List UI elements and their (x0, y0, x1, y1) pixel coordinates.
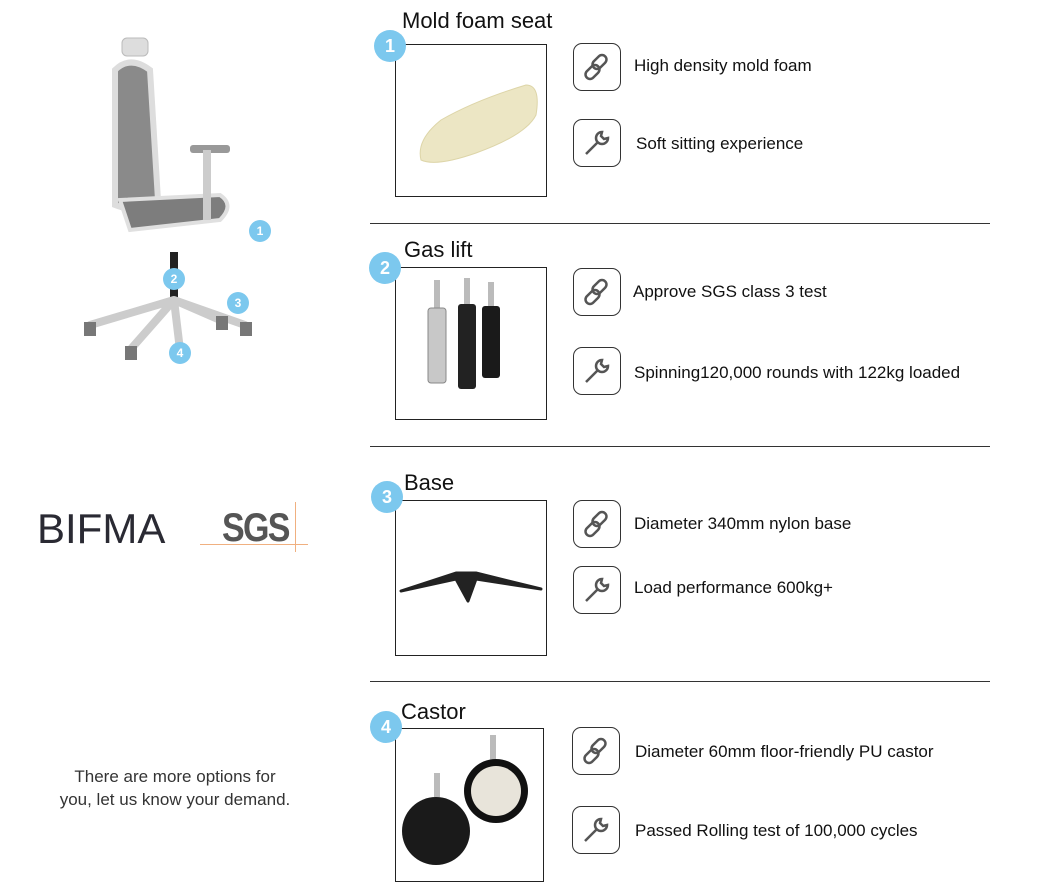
section-2-title: Gas lift (404, 237, 473, 262)
feature-text: Diameter 340mm nylon base (634, 514, 852, 533)
section-1-badge: 1 (374, 30, 406, 62)
chair-badge-4: 4 (169, 342, 191, 364)
feature-text: Soft sitting experience (636, 134, 804, 153)
section-3-title: Base (404, 470, 455, 495)
section-1-title: Mold foam seat (402, 8, 553, 33)
section-divider (370, 681, 990, 682)
wrench-icon (573, 347, 621, 395)
base-image (395, 500, 547, 656)
wrench-icon (572, 806, 620, 854)
feature-text: Spinning120,000 rounds with 122kg loaded (634, 363, 961, 382)
chair-badge-1: 1 (249, 220, 271, 242)
feature-text: High density mold foam (634, 56, 812, 75)
wrench-icon (573, 119, 621, 167)
chain-link-icon (573, 43, 621, 91)
section-divider (370, 446, 990, 447)
wrench-icon (573, 566, 621, 614)
office-chair-image (84, 37, 252, 360)
section-4-badge: 4 (370, 711, 402, 743)
sgs-logo: SGS (200, 502, 308, 552)
gas-lift-image (395, 267, 547, 420)
note-line-2: you, let us know your demand. (59, 790, 291, 809)
castor-image (395, 728, 544, 882)
feature-text: Approve SGS class 3 test (633, 282, 827, 301)
feature-text: Load performance 600kg+ (634, 578, 833, 597)
foam-seat-image (395, 44, 547, 197)
chair-badge-2: 2 (163, 268, 185, 290)
section-2-badge: 2 (369, 252, 401, 284)
feature-text: Passed Rolling test of 100,000 cycles (635, 821, 918, 840)
note-line-1: There are more options for (74, 767, 276, 786)
chain-link-icon (573, 268, 621, 316)
feature-text: Diameter 60mm floor-friendly PU castor (635, 742, 934, 761)
demand-note: There are more options for you, let us k… (30, 765, 320, 811)
section-divider (370, 223, 990, 224)
chain-link-icon (572, 727, 620, 775)
chain-link-icon (573, 500, 621, 548)
section-4-title: Castor (401, 699, 466, 724)
section-3-badge: 3 (371, 481, 403, 513)
chair-badge-3: 3 (227, 292, 249, 314)
bifma-logo: BIFMA (37, 505, 166, 552)
